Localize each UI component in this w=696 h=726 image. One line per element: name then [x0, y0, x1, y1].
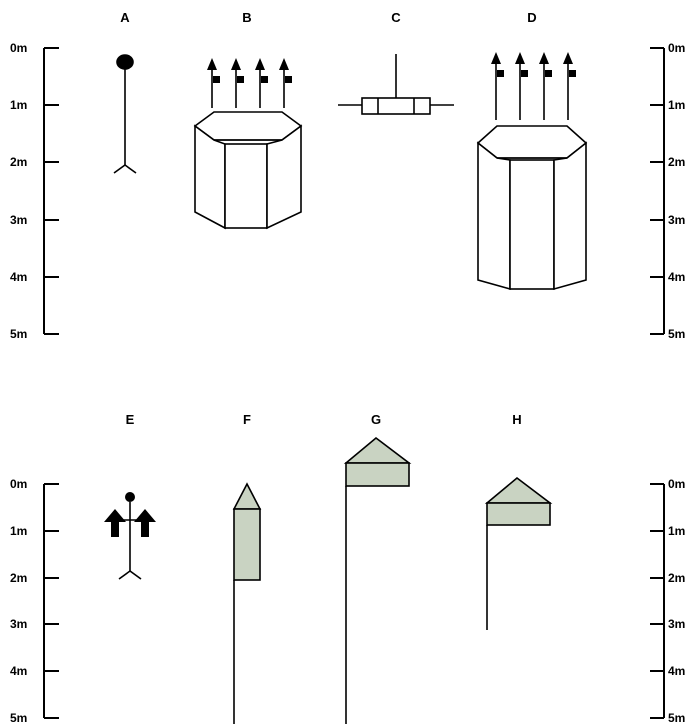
bottom-left-tick-0m: 0m — [10, 477, 27, 491]
bottom-right-tick-2m: 2m — [668, 571, 685, 585]
bottom-right-tick-3m: 3m — [668, 617, 685, 631]
bottom-right-tick-4m: 4m — [668, 664, 685, 678]
top-right-scale — [650, 47, 665, 335]
bottom-right-tick-0m: 0m — [668, 477, 685, 491]
top-right-tick-5m: 5m — [668, 327, 685, 341]
label-b: B — [242, 10, 251, 25]
bottom-left-tick-5m: 5m — [10, 711, 27, 725]
figure-e-arrow-float — [104, 492, 156, 580]
figure-g-pole-marker — [343, 436, 412, 724]
bottom-right-tick-5m: 5m — [668, 711, 685, 725]
figure-b-hexagonal-cage — [193, 111, 303, 230]
figure-d-tall-hexagonal-cage — [476, 125, 588, 291]
top-right-tick-1m: 1m — [668, 98, 685, 112]
top-left-scale — [43, 47, 59, 335]
top-right-tick-4m: 4m — [668, 270, 685, 284]
bottom-left-scale — [43, 483, 59, 719]
label-h: H — [512, 412, 521, 427]
top-left-tick-3m: 3m — [10, 213, 27, 227]
figure-b-flag-markers — [207, 58, 292, 108]
label-d: D — [527, 10, 536, 25]
top-left-tick-4m: 4m — [10, 270, 27, 284]
bottom-left-tick-2m: 2m — [10, 571, 27, 585]
top-left-tick-2m: 2m — [10, 155, 27, 169]
bottom-left-tick-4m: 4m — [10, 664, 27, 678]
top-right-tick-3m: 3m — [668, 213, 685, 227]
label-g: G — [371, 412, 381, 427]
bottom-right-tick-1m: 1m — [668, 524, 685, 538]
label-e: E — [126, 412, 135, 427]
top-left-tick-0m: 0m — [10, 41, 27, 55]
bottom-left-tick-1m: 1m — [10, 524, 27, 538]
bottom-right-scale — [650, 483, 665, 719]
top-left-tick-1m: 1m — [10, 98, 27, 112]
figure-a-single-float — [113, 54, 137, 174]
label-f: F — [243, 412, 251, 427]
figure-h-pole-marker — [484, 476, 553, 630]
bottom-left-tick-3m: 3m — [10, 617, 27, 631]
label-c: C — [391, 10, 401, 25]
top-left-tick-5m: 5m — [10, 327, 27, 341]
top-right-tick-0m: 0m — [668, 41, 685, 55]
top-right-tick-2m: 2m — [668, 155, 685, 169]
figure-c-surface-float — [338, 54, 454, 115]
figure-d-flag-markers — [491, 52, 576, 120]
label-a: A — [120, 10, 130, 25]
figure-f-pole-buoy — [232, 482, 262, 724]
